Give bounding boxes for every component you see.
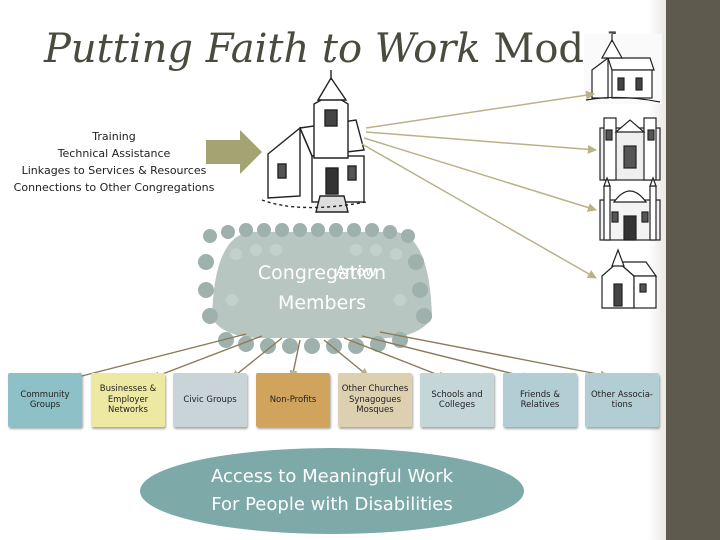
congregation-crowd-icon — [198, 223, 432, 354]
target-label: Community Groups — [20, 389, 70, 411]
target-box-friends: Friends & Relatives — [503, 373, 577, 427]
connection-arrows — [361, 90, 597, 279]
input-item: Training — [92, 130, 136, 143]
sidebar-bar — [666, 0, 720, 540]
congregation-line1: Congregation — [257, 262, 387, 284]
synagogue-icon — [599, 117, 661, 181]
target-box-community: Community Groups — [8, 373, 82, 427]
target-box-associations: Other Associa-tions — [585, 373, 659, 427]
target-label: Non-Profits — [269, 394, 317, 405]
target-box-schools: Schools and Colleges — [420, 373, 494, 427]
input-item: Connections to Other Congregations — [13, 181, 215, 194]
outcome-line2: For People with Disabilities — [211, 494, 453, 515]
input-item: Technical Assistance — [57, 147, 171, 160]
input-item: Linkages to Services & Resources — [21, 164, 207, 177]
target-label: Businesses & Employer Networks — [99, 384, 157, 416]
target-box-churches: Other Churches Synagogues Mosques — [338, 373, 412, 427]
meeting-house-icon — [601, 248, 658, 309]
target-box-businesses: Businesses & Employer Networks — [91, 373, 165, 427]
outcome-line1: Access to Meaningful Work — [210, 466, 454, 487]
input-services-list: Training Technical Assistance Linkages t… — [4, 128, 224, 196]
arrow-overlay-text: Arrow — [336, 264, 377, 280]
church-icon — [261, 70, 367, 213]
input-arrow — [206, 130, 262, 174]
mosque-icon — [599, 176, 661, 241]
outcome-oval: Access to Meaningful Work For People wit… — [140, 448, 524, 534]
target-label: Schools and Colleges — [431, 389, 483, 411]
target-box-nonprofits: Non-Profits — [256, 373, 330, 427]
target-label: Civic Groups — [183, 394, 237, 405]
target-box-civic: Civic Groups — [173, 373, 247, 427]
congregation-label: Congregation Members — [232, 258, 412, 318]
target-label: Other Churches Synagogues Mosques — [341, 384, 409, 416]
target-label: Friends & Relatives — [520, 389, 560, 411]
outreach-arrows — [73, 331, 609, 381]
congregation-line2: Members — [277, 292, 367, 314]
target-label: Other Associa-tions — [590, 389, 654, 411]
small-church-icon — [584, 34, 662, 104]
